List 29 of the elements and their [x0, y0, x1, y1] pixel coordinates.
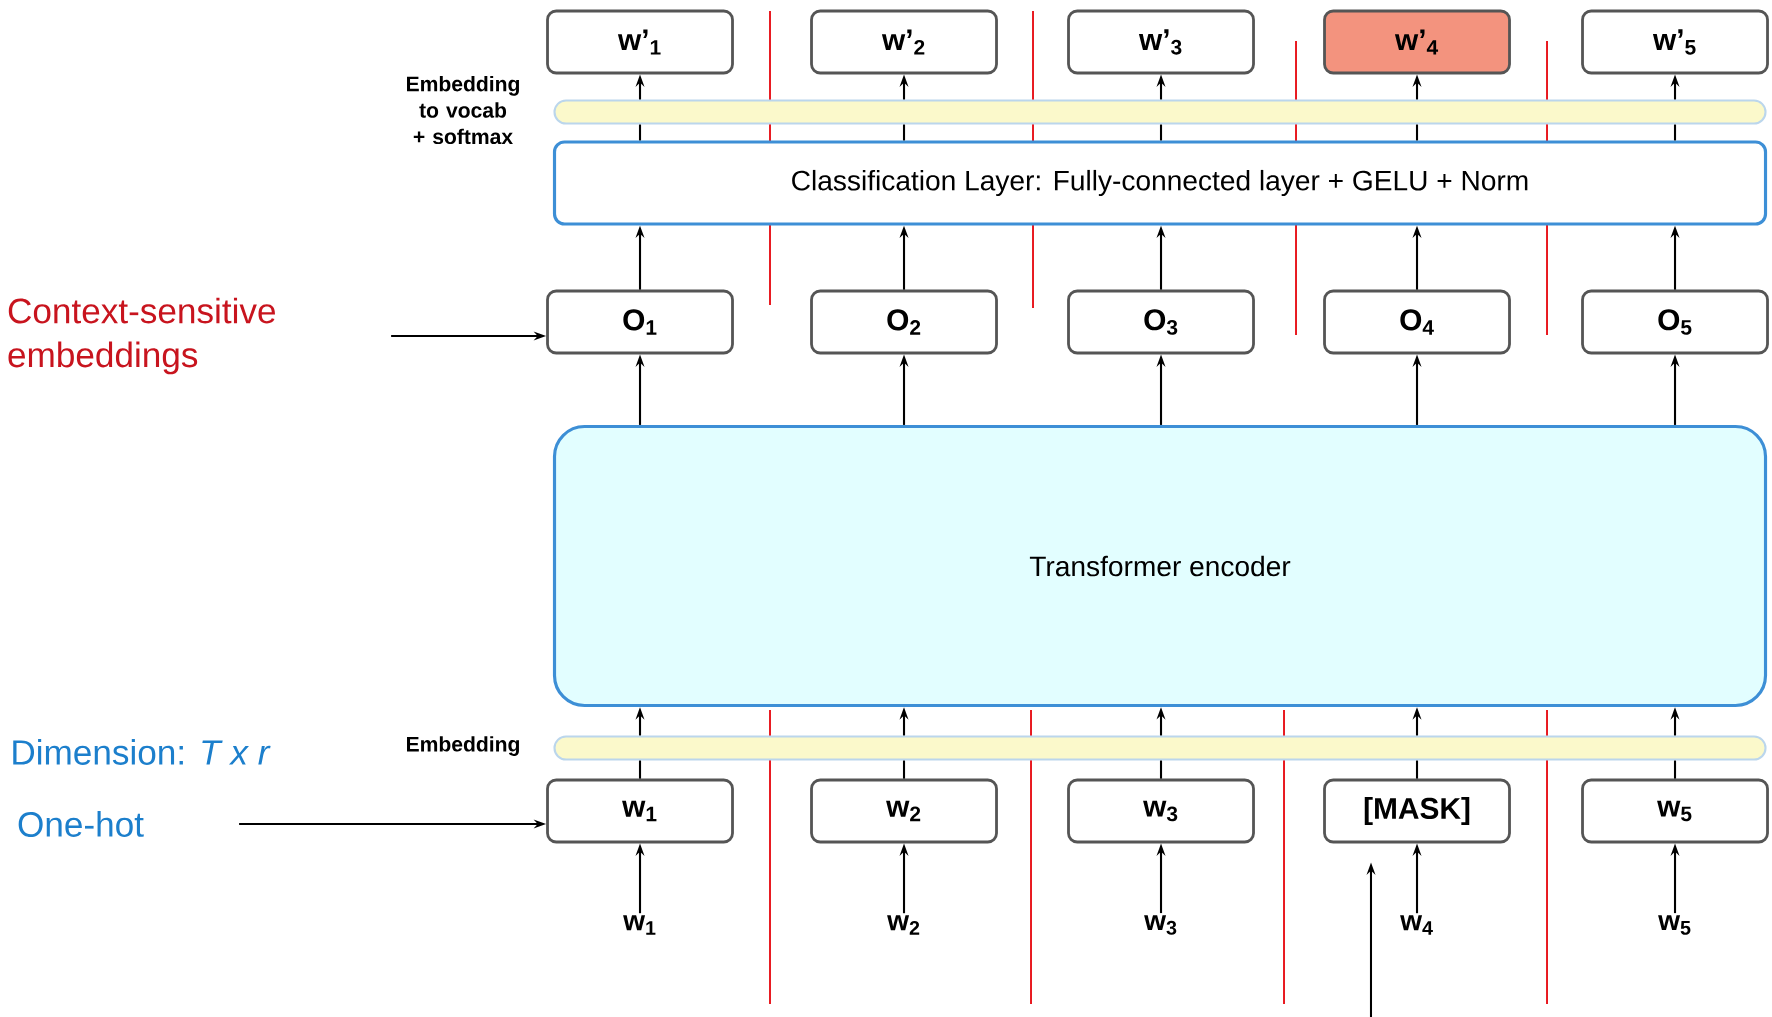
embedding-band	[553, 735, 1767, 761]
output-vector-box: O$_{2}$	[810, 289, 998, 355]
annotation-text: Context-sensitive embeddings	[8, 297, 275, 375]
classification-layer-box: Classification Layer: Fully-connected layer + GELU + Norm	[552, 140, 1768, 226]
input-word: w$_{1}$	[623, 915, 656, 935]
embedding-band	[553, 99, 1767, 125]
output-token-box: w’$_{1}$	[546, 9, 734, 75]
band-label: Embedding	[407, 736, 519, 756]
transformer-encoder-box: Transformer encoder	[552, 424, 1768, 708]
output-token-box: w’$_{4}$	[1323, 9, 1511, 75]
input-word: w$_{5}$	[1658, 915, 1691, 935]
output-vector-box: O$_{5}$	[1581, 289, 1769, 355]
input-word: w$_{2}$	[887, 915, 920, 935]
annotation-text: One-hot	[18, 811, 144, 837]
output-vector-box: O$_{3}$	[1067, 289, 1255, 355]
input-token-box: w$_{3}$	[1067, 778, 1255, 844]
output-vector-box: O$_{4}$	[1323, 289, 1511, 355]
output-vector-box: O$_{1}$	[546, 289, 734, 355]
output-token-box: w’$_{3}$	[1067, 9, 1255, 75]
input-token-box: w$_{1}$	[546, 778, 734, 844]
input-token-box: [MASK]	[1323, 778, 1511, 844]
output-token-box: w’$_{2}$	[810, 9, 998, 75]
band-label: Embedding to vocab + softmax	[407, 75, 519, 145]
output-token-box: w’$_{5}$	[1581, 9, 1769, 75]
input-token-box: w$_{5}$	[1581, 778, 1769, 844]
input-token-box: w$_{2}$	[810, 778, 998, 844]
input-word: w$_{4}$	[1400, 915, 1433, 935]
dimension-label: Dimension: T x r	[13, 739, 271, 765]
input-word: w$_{3}$	[1144, 915, 1177, 935]
